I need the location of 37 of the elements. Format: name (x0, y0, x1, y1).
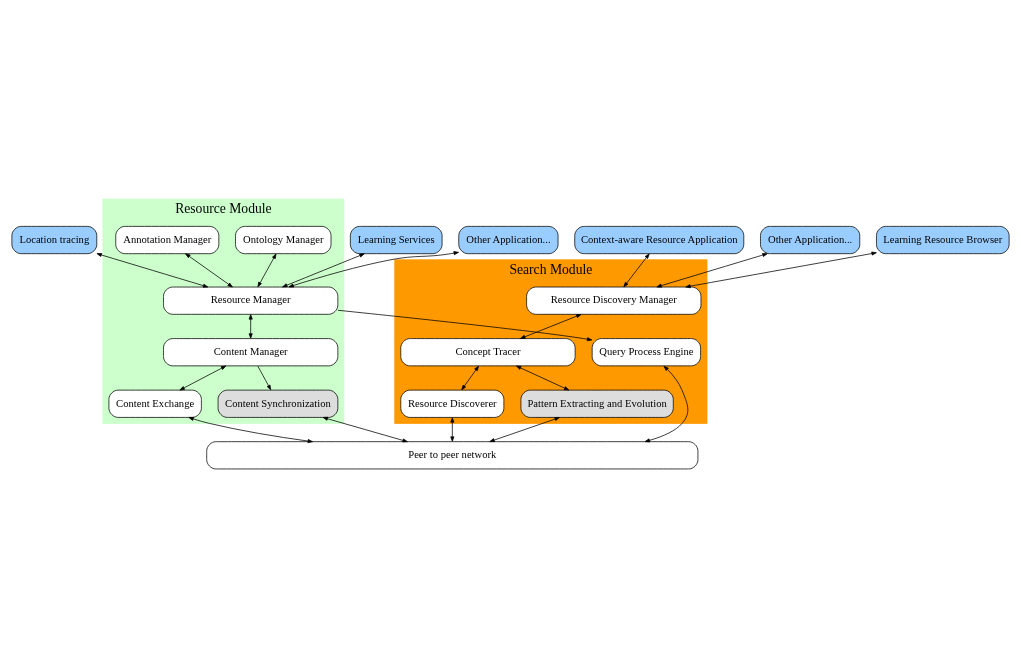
node-box: Resource Discoverer (400, 389, 505, 418)
arrow (188, 416, 313, 443)
node-box: Concept Tracer (400, 337, 576, 366)
arrow (179, 365, 227, 390)
arrow (656, 252, 768, 288)
arrow (185, 252, 233, 287)
node-box: Other Application... (458, 225, 559, 254)
arrow (337, 309, 593, 341)
arrow (257, 365, 272, 390)
node-box: Learning Resource Browser (876, 225, 1010, 254)
node-box: Annotation Manager (115, 225, 220, 254)
node-box: Content Manager (163, 337, 339, 366)
arrow (257, 253, 277, 287)
arrow (685, 251, 877, 288)
node-box: Content Exchange (108, 389, 202, 418)
node-box: Resource Manager (163, 286, 339, 315)
arrow (461, 365, 479, 390)
arrow (282, 252, 365, 287)
node-box: Query Process Engine (591, 337, 701, 366)
node-box: Resource Discovery Manager (526, 286, 702, 315)
arrow (520, 313, 582, 339)
arrow (288, 250, 459, 287)
node-box: Pattern Extracting and Evolution (520, 389, 674, 418)
arrow (248, 313, 253, 339)
arrow (322, 416, 408, 442)
arrow (489, 416, 560, 442)
arrow (644, 365, 689, 442)
arrow (515, 365, 570, 390)
node-box: Other Application... (760, 225, 861, 254)
arrow (96, 252, 209, 288)
node-box: Location tracing (11, 225, 98, 254)
node-box: Context-aware Resource Application (574, 225, 745, 254)
arrow (623, 253, 650, 287)
node-box: Ontology Manager (235, 225, 332, 254)
arrow (450, 416, 455, 442)
node-box: Learning Services (350, 225, 443, 254)
node-box: Content Synchronization (217, 389, 339, 418)
